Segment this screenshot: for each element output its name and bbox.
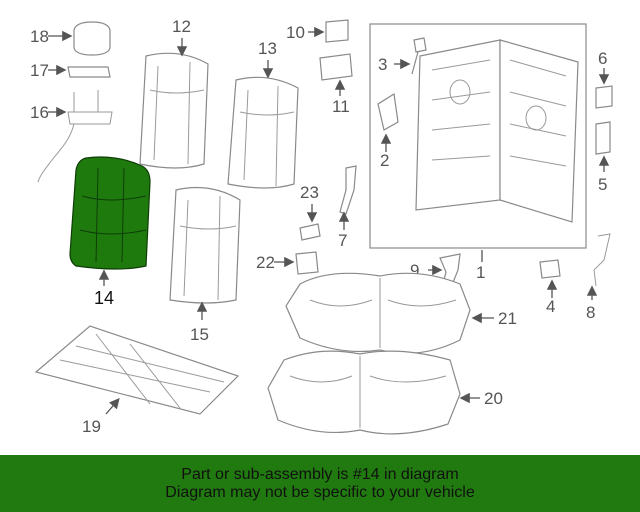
part-13-cover: 13 xyxy=(227,39,299,189)
part-7-trim: 7 xyxy=(338,165,357,250)
part-15-cover: 15 xyxy=(169,186,241,344)
info-banner: Part or sub-assembly is #14 in diagram D… xyxy=(0,455,640,512)
callout-7[interactable]: 7 xyxy=(338,231,347,250)
callout-2[interactable]: 2 xyxy=(380,151,389,170)
part-2-bracket: 2 xyxy=(377,93,399,170)
part-4-clip: 4 xyxy=(539,259,561,316)
part-1-frame-assembly: 1 xyxy=(369,23,587,282)
callout-15[interactable]: 15 xyxy=(190,325,209,344)
callout-5[interactable]: 5 xyxy=(598,175,607,194)
part-17-guide: 17 xyxy=(30,61,111,80)
highlighted-seat-back[interactable] xyxy=(69,156,151,270)
part-5-bracket: 5 xyxy=(595,121,611,194)
callout-1[interactable]: 1 xyxy=(476,263,485,282)
part-18-headrest: 18 xyxy=(30,21,111,56)
banner-line-2: Diagram may not be specific to your vehi… xyxy=(165,483,475,501)
callout-19[interactable]: 19 xyxy=(82,417,101,436)
parts-diagram: 18 17 16 14 12 13 15 xyxy=(30,17,613,436)
part-23-clip: 23 xyxy=(299,183,321,241)
callout-14[interactable]: 14 xyxy=(94,288,114,308)
banner-line-1: Part or sub-assembly is #14 in diagram xyxy=(181,465,459,483)
part-20-cushion: 20 xyxy=(267,350,503,435)
part-19-seat-frame: 19 xyxy=(34,325,240,436)
callout-11[interactable]: 11 xyxy=(332,97,350,116)
callout-12[interactable]: 12 xyxy=(172,17,191,36)
callout-6[interactable]: 6 xyxy=(598,49,607,68)
callout-16[interactable]: 16 xyxy=(30,103,49,122)
callout-23[interactable]: 23 xyxy=(300,183,319,202)
part-3-bolt: 3 xyxy=(378,37,427,75)
part-12-cover: 12 xyxy=(139,17,209,169)
callout-21[interactable]: 21 xyxy=(498,309,517,328)
part-14-seat-back: 14 xyxy=(69,156,151,308)
callout-8[interactable]: 8 xyxy=(586,303,595,322)
part-16-frame: 16 xyxy=(30,90,113,183)
callout-18[interactable]: 18 xyxy=(30,27,49,46)
callout-13[interactable]: 13 xyxy=(258,39,277,58)
callout-22[interactable]: 22 xyxy=(256,253,275,272)
part-22-clip: 22 xyxy=(256,251,319,275)
callout-3[interactable]: 3 xyxy=(378,55,387,74)
callout-4[interactable]: 4 xyxy=(546,297,555,316)
callout-9[interactable]: 9 xyxy=(410,261,419,280)
callout-17[interactable]: 17 xyxy=(30,61,49,80)
part-8-cable: 8 xyxy=(586,233,611,322)
part-10-bracket: 10 xyxy=(286,19,349,43)
callout-10[interactable]: 10 xyxy=(286,23,305,42)
part-11-latch: 11 xyxy=(319,53,353,116)
part-21-cushion-cover: 21 xyxy=(285,272,517,354)
part-6-cap: 6 xyxy=(595,49,613,109)
callout-20[interactable]: 20 xyxy=(484,389,503,408)
